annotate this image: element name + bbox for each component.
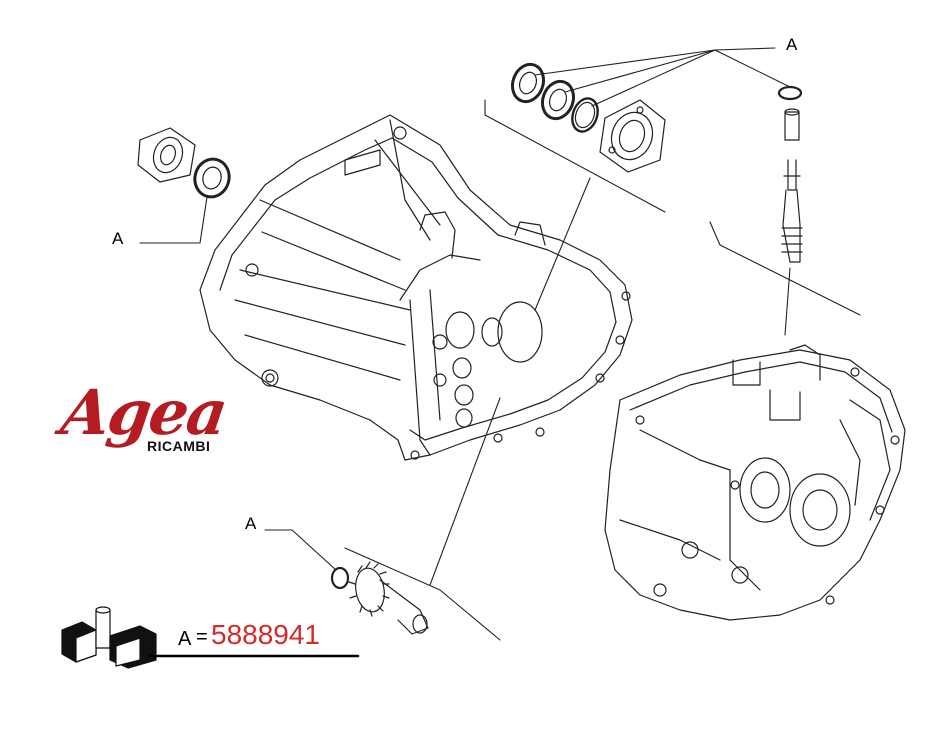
callout-label-bottom: A <box>245 514 257 533</box>
flange-seal-icon <box>137 127 196 183</box>
kit-box-icon <box>61 606 157 669</box>
legend-key: A <box>178 628 192 650</box>
gearbox-housing-icon <box>604 344 906 621</box>
legend-equals: = <box>196 626 208 648</box>
callout-label-top-right: A <box>786 35 798 54</box>
oring-icon <box>571 85 803 133</box>
flange-seal-icon <box>599 99 666 173</box>
clutch-housing-icon <box>199 114 633 461</box>
logo-word: Agea <box>56 376 231 449</box>
callout-label-left: A <box>112 229 124 248</box>
callout-leader-lines <box>139 47 861 641</box>
gear-icon <box>348 561 429 635</box>
shaft-icon <box>781 108 803 263</box>
legend-part-number: 5888941 <box>211 619 321 650</box>
bearing-icon <box>193 157 231 199</box>
oring-icon <box>330 566 350 590</box>
bearing-icon <box>510 62 576 121</box>
logo-subtitle: RICAMBI <box>147 438 211 454</box>
